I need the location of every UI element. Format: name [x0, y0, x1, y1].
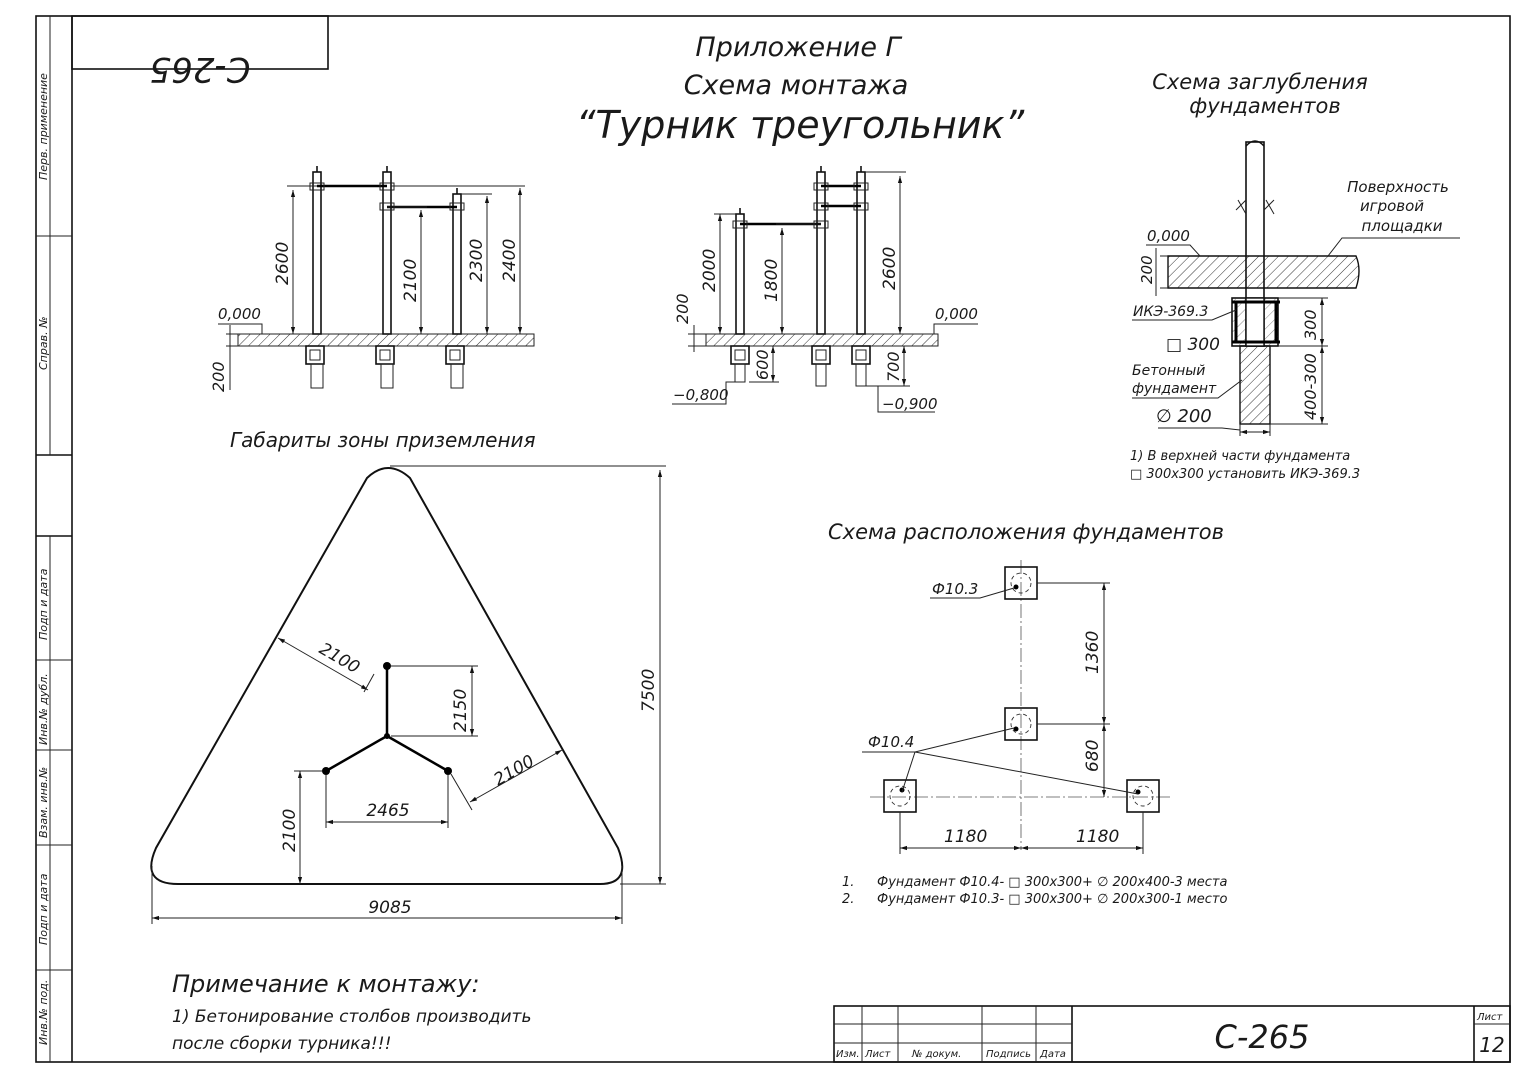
depth-title-1: Схема заглубления [1152, 70, 1368, 94]
assembly-note: Примечание к монтажу: 1) Бетонирование с… [172, 970, 531, 1054]
depth-level-0: 0,000 [1147, 227, 1190, 245]
tb-data: Дата [1039, 1049, 1066, 1060]
title-line1: Приложение Г [695, 32, 902, 63]
posts [312, 166, 462, 335]
found-dim-1360: 1360 [1083, 631, 1103, 674]
dia200-label: ∅ 200 [1156, 406, 1212, 427]
label-podp-data-2: Подп и дата [37, 873, 50, 945]
level-minus-090: −0,900 [882, 395, 938, 413]
foundation-layout: Схема расположения фундаментов [828, 520, 1227, 907]
dim-600-right: 600 [753, 349, 772, 380]
mirrored-stamp: С-265 [71, 15, 329, 89]
zone-dim-2465: 2465 [366, 801, 409, 821]
note-line1: 1) Бетонирование столбов производить [172, 1007, 531, 1027]
side-strip-labels: Перв. применение Справ. № Подп и дата Ин… [37, 73, 50, 1045]
found-dim-1180-b: 1180 [1076, 827, 1119, 847]
depth-dim-200: 200 [1138, 255, 1156, 284]
level-minus-080: −0,800 [673, 386, 729, 404]
depth-note-2: □ 300х300 установить ИКЭ-369.3 [1130, 467, 1360, 482]
dim-200-right: 200 [673, 293, 692, 324]
note-line2: после сборки турника!!! [172, 1034, 391, 1054]
depth-title-2: фундаментов [1189, 94, 1340, 118]
dim-2100-left: 2100 [401, 259, 421, 302]
dim-2600-left: 2600 [273, 242, 293, 285]
foundation-f104-left [883, 779, 917, 813]
surface-label-3: площадки [1361, 217, 1442, 235]
zone-dim-2100-b: 2100 [280, 809, 300, 852]
sq300-label: □ 300 [1166, 335, 1220, 355]
stamp-code-mirrored: С-265 [150, 49, 251, 89]
depth-dim-400-300: 400-300 [1301, 353, 1320, 420]
tb-izm: Изм. [836, 1049, 860, 1060]
zone-dim-9085: 9085 [368, 898, 411, 918]
label-f104: Ф10.4 [868, 733, 914, 751]
title-line2: Схема монтажа [684, 70, 909, 101]
depth-note-1: 1) В верхней части фундамента [1130, 449, 1350, 464]
tb-list: Лист [864, 1049, 892, 1060]
label-podp-data-1: Подп и дата [37, 568, 50, 640]
label-perv-primenenie: Перв. применение [37, 73, 50, 180]
label-inv-dubl: Инв.№ дубл. [37, 673, 50, 745]
drawing-title: Приложение Г Схема монтажа “Турник треуг… [576, 32, 1025, 147]
sheet-frame [35, 15, 1511, 1063]
elevation-right: 2000 1800 2600 200 0,000 600 700 −0,800 … [672, 166, 978, 413]
foundations-list-1: Фундамент Ф10.4- □ 300х300+ ∅ 200х400-3 … [877, 875, 1227, 890]
dim-2000-right: 2000 [700, 249, 720, 292]
label-f103: Ф10.3 [932, 580, 978, 598]
found-dim-1180-a: 1180 [944, 827, 987, 847]
zone-dim-7500: 7500 [639, 669, 659, 712]
tb-dokum: № докум. [911, 1049, 961, 1060]
dim-700-right: 700 [884, 351, 903, 382]
zone-dim-2100-a: 2100 [316, 639, 363, 678]
ike-label: ИКЭ-369.3 [1133, 304, 1208, 320]
title-line3: “Турник треугольник” [576, 103, 1025, 147]
landing-zone: Габариты зоны приземления 2100 2150 2100… [150, 428, 666, 924]
tb-list-label: Лист [1476, 1012, 1504, 1023]
tb-code: С-265 [1215, 1018, 1310, 1056]
surface-label-2: игровой [1360, 197, 1424, 215]
dim-2600-right: 2600 [880, 247, 900, 290]
depth-dim-300: 300 [1301, 309, 1320, 340]
label-vzam-inv: Взам. инв.№ [37, 767, 50, 838]
tb-list-num: 12 [1479, 1033, 1504, 1057]
foundations-list-1-num: 1. [842, 875, 854, 890]
zone-dim-2100-c: 2100 [491, 751, 538, 790]
label-inv-pod: Инв.№ под. [37, 980, 50, 1045]
foundation-f104-right [1126, 779, 1160, 813]
depth-scheme: Схема заглубления фундаментов [1130, 70, 1460, 482]
note-title: Примечание к монтажу: [172, 970, 480, 998]
foundations-list-2-num: 2. [842, 892, 854, 907]
level-0-right: 0,000 [935, 305, 978, 323]
found-dim-680: 680 [1083, 740, 1103, 772]
dim-2300-left: 2300 [467, 239, 487, 282]
beton-label-2: фундамент [1132, 381, 1217, 397]
title-block: Изм. Лист № докум. Подпись Дата С-265 Ли… [833, 1005, 1511, 1063]
dim-2400-left: 2400 [500, 239, 520, 282]
level-0-left: 0,000 [218, 305, 261, 323]
zone-title: Габариты зоны приземления [230, 428, 536, 452]
dim-1800-right: 1800 [762, 259, 782, 302]
elevation-left: 2600 2100 2300 2400 0,000 200 [209, 166, 535, 392]
foundations-list-2: Фундамент Ф10.3- □ 300х300+ ∅ 200х300-1 … [877, 892, 1227, 907]
beton-label-1: Бетонный [1132, 363, 1205, 379]
tb-podpis: Подпись [986, 1049, 1031, 1060]
zone-dim-2150: 2150 [451, 689, 471, 732]
surface-label-1: Поверхность [1347, 178, 1449, 196]
foundations-title: Схема расположения фундаментов [828, 520, 1224, 544]
label-sprav-no: Справ. № [37, 316, 50, 370]
dim-200-left: 200 [209, 361, 228, 392]
